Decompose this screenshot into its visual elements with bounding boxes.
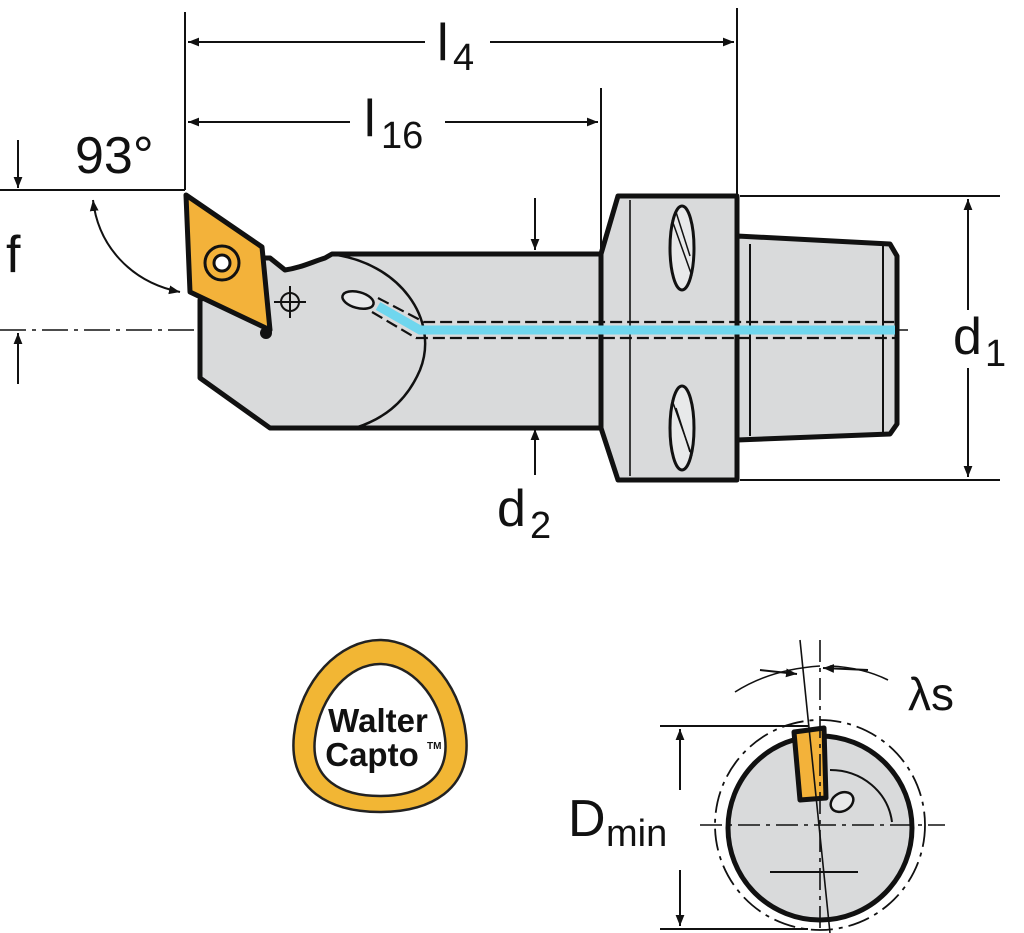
end-view: [660, 639, 945, 933]
label-d1: d 1: [953, 308, 1006, 375]
svg-text:min: min: [606, 813, 667, 855]
walter-capto-logo: Walter Capto TM: [292, 638, 468, 814]
angle-arc: [89, 199, 181, 295]
label-l16: l 16: [364, 90, 423, 157]
svg-text:4: 4: [453, 37, 474, 79]
coolant-channel: [371, 297, 895, 340]
cutting-insert: [183, 192, 273, 339]
label-f: f: [6, 226, 21, 284]
svg-text:l: l: [437, 14, 449, 72]
svg-text:2: 2: [530, 505, 551, 547]
svg-text:TM: TM: [427, 741, 441, 752]
svg-text:16: 16: [381, 115, 423, 157]
tool-body: [197, 193, 900, 483]
label-dmin: D min: [568, 790, 667, 855]
svg-text:D: D: [568, 790, 606, 848]
extension-lines: [0, 8, 1000, 481]
svg-text:d: d: [497, 480, 526, 538]
label-lambda-s: λs: [908, 668, 954, 720]
svg-text:Capto: Capto: [325, 736, 419, 773]
body-details: [274, 200, 884, 476]
svg-text:l: l: [364, 90, 376, 148]
label-d2: d 2: [497, 480, 551, 547]
svg-text:d: d: [953, 308, 982, 366]
label-angle-93: 93°: [75, 127, 154, 185]
label-l4: l 4: [437, 14, 474, 79]
svg-text:1: 1: [985, 333, 1006, 375]
svg-text:Walter: Walter: [328, 702, 428, 739]
